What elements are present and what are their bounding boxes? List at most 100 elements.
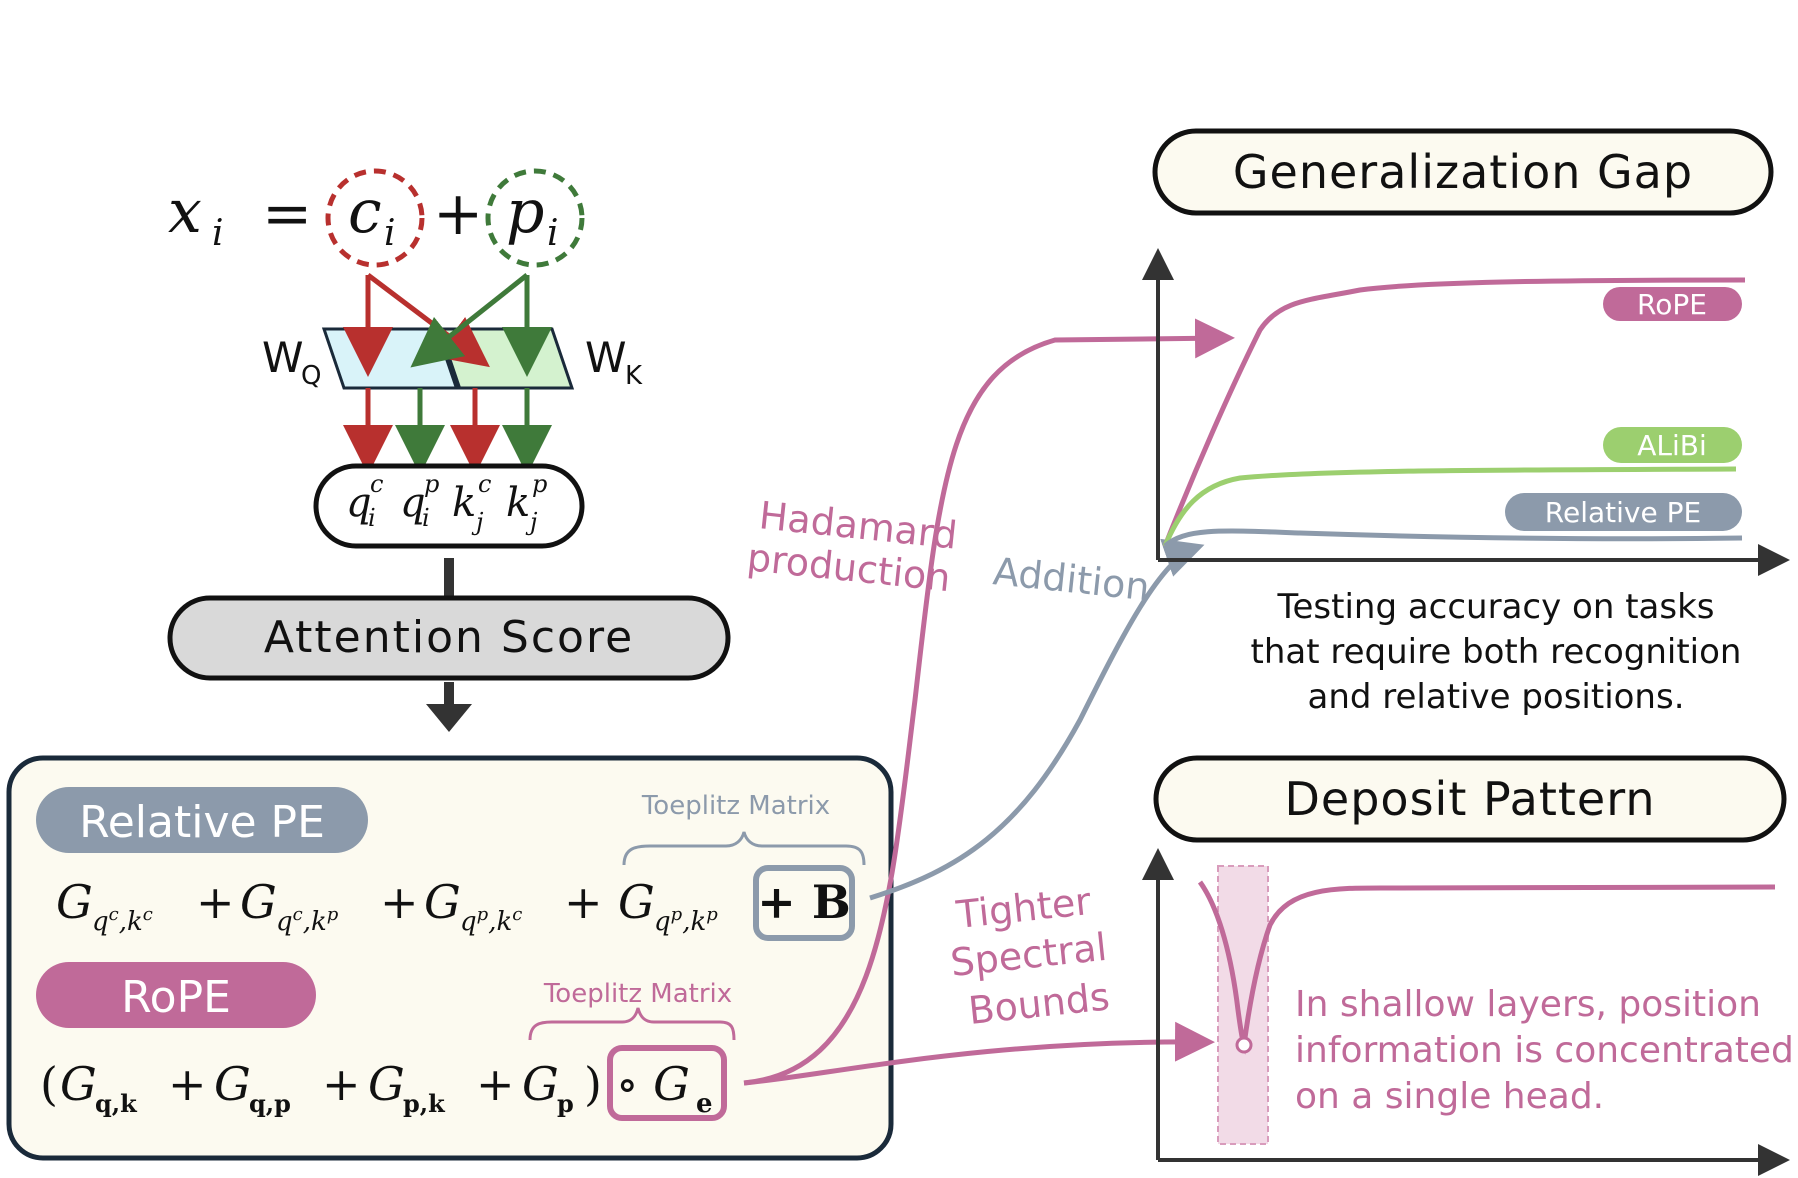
legend-rope-pill <box>1603 287 1742 321</box>
tighter-annotation: Tighter Spectral Bounds <box>948 879 1111 1033</box>
rope-g2-sub: q,p <box>249 1089 291 1118</box>
deposit-curve <box>1197 880 1776 1055</box>
eq-x: x <box>168 177 202 247</box>
rope-g3-sub: p,k <box>403 1089 446 1118</box>
addition-curve <box>869 538 1205 901</box>
rope-g3: G <box>368 1057 405 1111</box>
hadamard-term-sub: e <box>696 1089 713 1119</box>
kp-sup: p <box>532 470 547 498</box>
rope-g1-sub: q,k <box>95 1089 138 1118</box>
p-to-wq-arrow <box>410 273 529 368</box>
position-circle <box>485 168 585 268</box>
rpe-g3-idx: qp,kc <box>460 904 522 937</box>
kp-symbol: k <box>506 480 530 526</box>
rpe-plus-1: + <box>196 875 235 929</box>
qp-sup: p <box>424 470 439 498</box>
qk-box: q c i q p i k c j k p j <box>313 463 585 549</box>
rope-plus-1: + <box>168 1057 207 1111</box>
wk-label-sub: K <box>625 361 643 391</box>
gen-caption-line3: and relative positions. <box>1307 677 1684 717</box>
relative-pe-toeplitz-label: Toeplitz Matrix <box>641 791 830 821</box>
rope-formula: ( G q,k + G q,p + G p,k + G p ) ∘ G e <box>40 1045 727 1121</box>
rope-brace <box>528 1007 736 1041</box>
rope-g4: G <box>522 1057 559 1111</box>
qp-sub: i <box>422 504 430 532</box>
rpe-g2: G <box>240 875 277 929</box>
deposit-caption-line3: on a single head. <box>1295 1076 1604 1117</box>
generalization-title-pill <box>1152 128 1774 216</box>
rope-plus-2: + <box>322 1057 361 1111</box>
kc-symbol: k <box>452 480 476 526</box>
qp-symbol: q <box>400 480 426 526</box>
legend-relative-pe-label: Relative PE <box>1545 496 1701 529</box>
bias-term-box <box>753 865 855 941</box>
relative-pe-brace <box>622 831 866 866</box>
input-equation: x i = c i + p i <box>168 168 585 268</box>
eq-x-sub: i <box>212 213 224 254</box>
rope-g4-sub: p <box>557 1089 574 1118</box>
attention-score-pill: Attention Score <box>167 595 731 681</box>
deposit-caption-line1: In shallow layers, position <box>1295 984 1761 1025</box>
rpe-g3: G <box>424 875 461 929</box>
highlight-head-band <box>1217 865 1269 1145</box>
hadamard-term: ∘ G <box>616 1057 690 1111</box>
wq-label: W <box>262 333 304 382</box>
rope-badge <box>36 962 316 1028</box>
eq-p-sub: i <box>547 213 559 254</box>
relative-pe-badge <box>36 787 368 853</box>
bias-term: + B <box>757 875 850 929</box>
projection-block: W Q W K <box>262 273 643 475</box>
alibi-curve <box>1162 466 1737 547</box>
rope-badge-label: RoPE <box>121 972 231 1023</box>
rope-g2: G <box>214 1057 251 1111</box>
eq-c: c <box>348 177 382 247</box>
kc-sup: c <box>478 470 491 498</box>
qc-sub: i <box>368 504 376 532</box>
deposit-panel: Deposit Pattern In shallow layers, posit… <box>1142 755 1794 1176</box>
deposit-title: Deposit Pattern <box>1285 772 1656 826</box>
qk-box-frame <box>313 463 585 549</box>
qc-sup: c <box>370 470 383 498</box>
eq-p: p <box>506 177 544 247</box>
deposit-caption-line2: information is concentrated <box>1295 1030 1794 1071</box>
generalization-title: Generalization Gap <box>1233 145 1693 199</box>
rpe-plus-2: + <box>380 875 419 929</box>
rope-toeplitz-label: Toeplitz Matrix <box>543 979 732 1009</box>
rpe-g2-idx: qc,kp <box>276 904 339 937</box>
hadamard-annotation: Hadamard production <box>745 493 959 600</box>
gen-caption-line2: that require both recognition <box>1251 632 1742 672</box>
attention-score-label: Attention Score <box>264 612 634 663</box>
eq-plus: + <box>433 179 483 249</box>
spectral-curve <box>743 1021 1215 1086</box>
rpe-g1-idx: qc,kc <box>92 904 153 937</box>
relative-pe-curve <box>1163 528 1743 548</box>
content-circle <box>325 168 425 268</box>
legend-alibi-label: ALiBi <box>1637 429 1707 462</box>
legend-relative-pe-pill <box>1505 493 1742 531</box>
gen-caption-line1: Testing accuracy on tasks <box>1277 587 1715 627</box>
score-down-arrow-head <box>426 704 472 732</box>
qc-symbol: q <box>346 480 372 526</box>
hadamard-curve <box>743 318 1235 1086</box>
rpe-g4: G <box>618 875 655 929</box>
addition-annotation: Addition <box>991 549 1152 609</box>
wk-label: W <box>585 333 627 382</box>
formula-panel-frame <box>6 755 894 1161</box>
eq-c-sub: i <box>384 213 396 254</box>
rope-close-paren: ) <box>584 1057 602 1111</box>
legend-alibi-pill <box>1603 427 1742 463</box>
rope-g1: G <box>60 1057 97 1111</box>
relative-pe-badge-label: Relative PE <box>79 797 325 848</box>
formula-panel: Relative PE Toeplitz Matrix G qc,kc + G … <box>6 755 894 1161</box>
relative-pe-formula: G qc,kc + G qc,kp + G qp,kc + G qp,kp + … <box>56 865 855 941</box>
generalization-panel: Generalization Gap RoPE ALiBi Relative P… <box>1142 128 1790 717</box>
deposit-title-pill <box>1153 755 1787 843</box>
rope-open-paren: ( <box>40 1057 58 1111</box>
attention-score-frame <box>167 595 731 681</box>
concentrated-head-marker <box>1235 1036 1253 1054</box>
legend-rope-label: RoPE <box>1637 288 1707 321</box>
eq-equals: = <box>262 179 312 249</box>
rpe-g4-idx: qp,kp <box>654 904 718 937</box>
